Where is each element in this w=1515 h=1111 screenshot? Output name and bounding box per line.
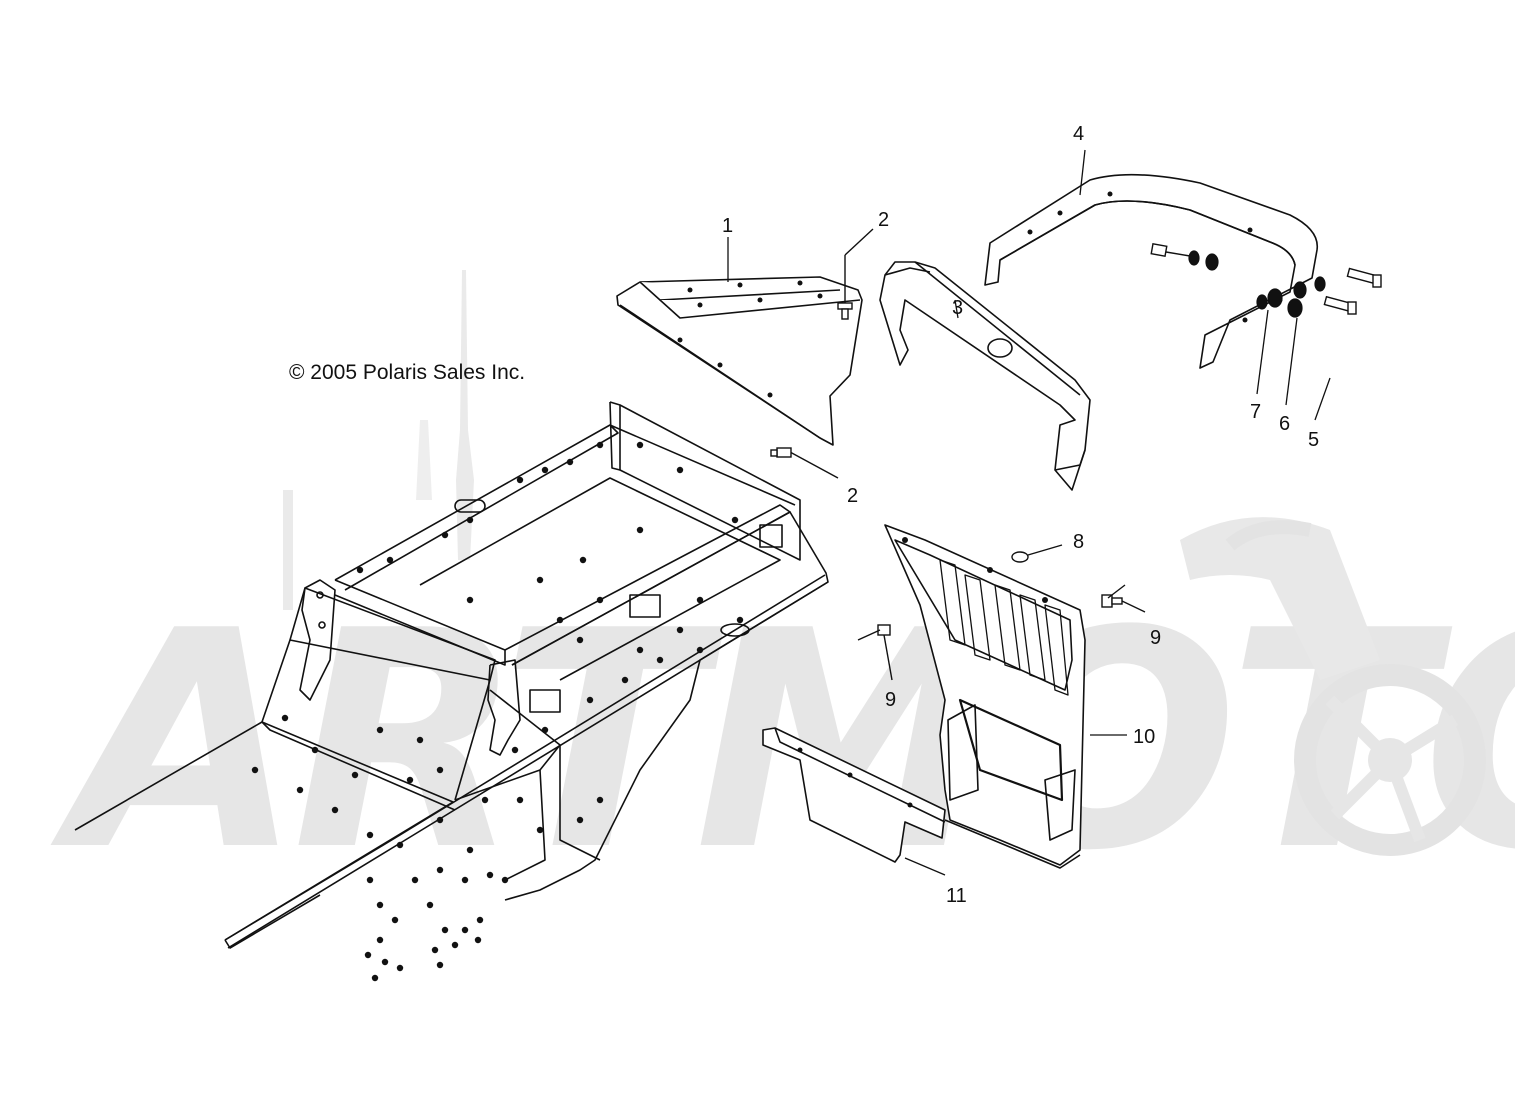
callout-3: 3 xyxy=(952,297,963,319)
part-7-nuts xyxy=(1256,276,1326,310)
callout-9-right: 9 xyxy=(1150,627,1161,649)
part-2-screw-top xyxy=(837,228,874,320)
callout-5: 5 xyxy=(1308,429,1319,451)
callout-7: 7 xyxy=(1250,401,1261,423)
callout-1: 1 xyxy=(722,215,733,237)
copyright-text: © 2005 Polaris Sales Inc. xyxy=(289,361,526,384)
part-1-seat-panel xyxy=(616,276,863,446)
part-2-screw-lower xyxy=(770,447,839,479)
callout-10: 10 xyxy=(1133,726,1155,748)
callout-2-top: 2 xyxy=(878,209,889,231)
leader-lines xyxy=(727,149,1331,876)
chassis-tunnel xyxy=(74,401,829,982)
part-11-flap-bracket xyxy=(762,727,946,863)
part-3-bracket xyxy=(879,261,1091,491)
part-8-washer xyxy=(1011,544,1063,563)
callout-8: 8 xyxy=(1073,531,1084,553)
part-9-rivet-left xyxy=(857,624,893,681)
part-9-rivet-right xyxy=(1101,584,1146,613)
callout-11: 11 xyxy=(946,885,967,907)
part-6-washers xyxy=(1188,250,1307,318)
part-5-bolts xyxy=(1150,243,1382,315)
callout-9-left: 9 xyxy=(885,689,896,711)
callout-4: 4 xyxy=(1073,123,1084,145)
part-10-snow-flap xyxy=(884,524,1086,869)
callout-2-lower: 2 xyxy=(847,485,858,507)
callout-6: 6 xyxy=(1279,413,1290,435)
callouts: 1 2 2 3 4 5 6 7 8 9 9 10 11 xyxy=(722,123,1319,907)
part-4-bumper-rail xyxy=(984,173,1319,369)
